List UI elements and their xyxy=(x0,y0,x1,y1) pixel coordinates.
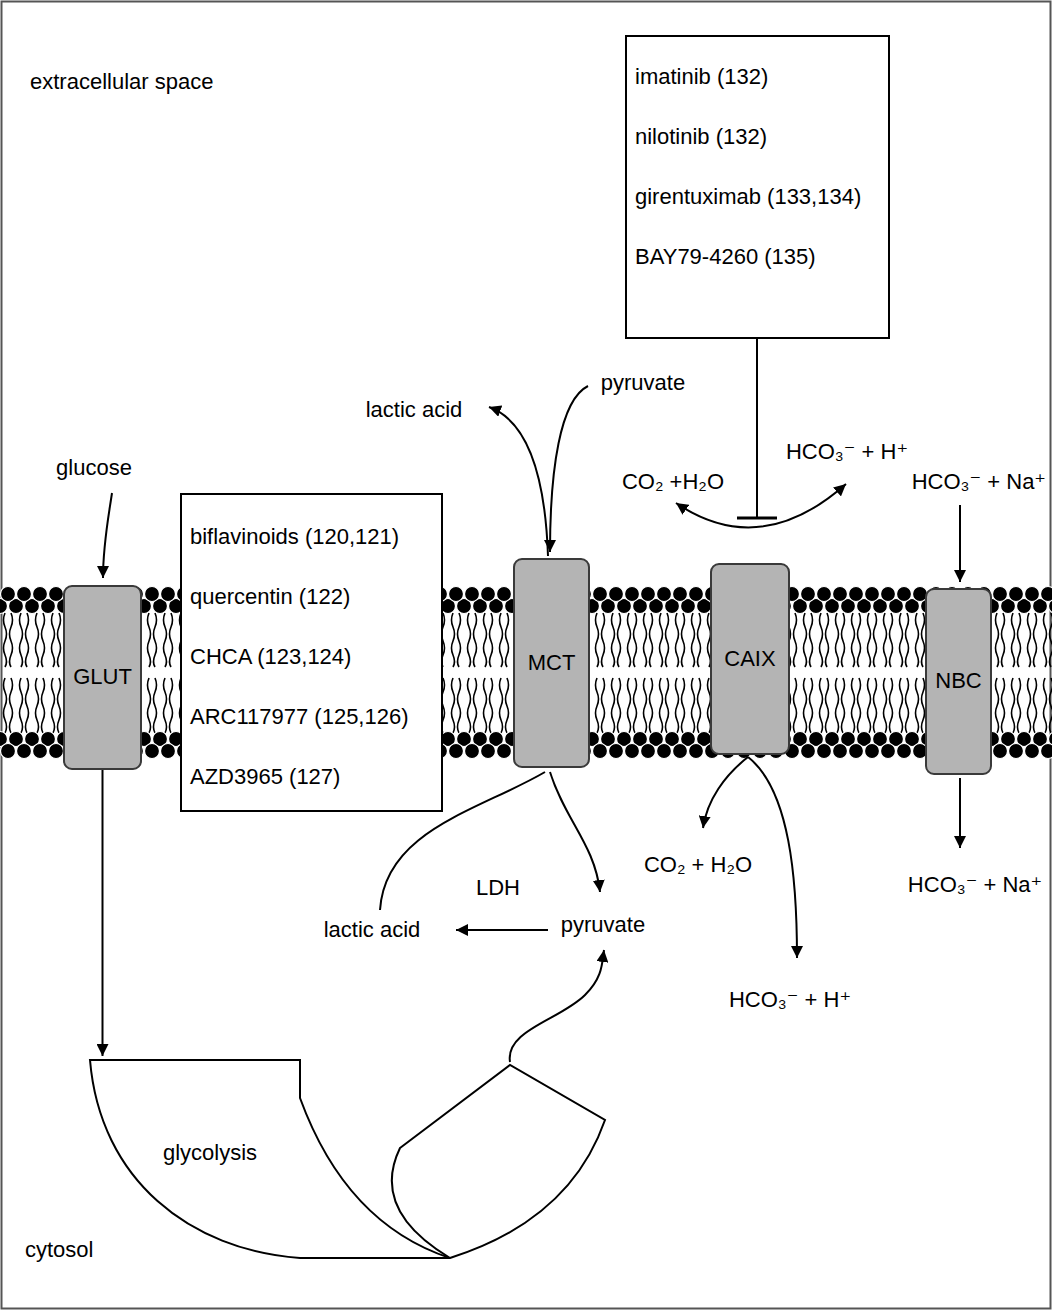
pathway-outline xyxy=(392,1065,605,1258)
transporter-box: MCT xyxy=(513,558,590,768)
drug-name: ARC117977 (125,126) xyxy=(182,687,417,747)
ion-label: HCO₃⁻ + H⁺ xyxy=(729,987,851,1013)
inhibitor-list-box: biflavinoids (120,121)quercentin (122)CH… xyxy=(180,493,443,812)
region-label: extracellular space xyxy=(30,69,213,95)
reaction-arrow xyxy=(703,757,748,828)
protein-name: MCT xyxy=(528,650,576,676)
drug-name: AZD3965 (127) xyxy=(182,747,348,807)
drug-name: girentuximab (133,134) xyxy=(627,167,869,227)
protein-name: CAIX xyxy=(724,646,775,672)
drug-name: CHCA (123,124) xyxy=(182,627,359,687)
inhibition-line xyxy=(756,337,758,518)
metabolite-label: lactic acid xyxy=(366,397,463,423)
drug-name: biflavinoids (120,121) xyxy=(182,507,407,567)
bicarbonate-in-arrow xyxy=(959,505,961,582)
inhibitor-list-box: imatinib (132)nilotinib (132)girentuxima… xyxy=(625,35,890,339)
pathway-name: glycolysis xyxy=(163,1140,257,1166)
enzyme-label: LDH xyxy=(476,875,520,901)
protein-name: GLUT xyxy=(73,664,132,690)
glycolysis-output-arrow xyxy=(510,950,604,1062)
transporter-box: GLUT xyxy=(63,585,142,770)
drug-name: imatinib (132) xyxy=(627,47,776,107)
drug-name: BAY79-4260 (135) xyxy=(627,227,824,287)
metabolite-label: pyruvate xyxy=(601,370,685,396)
metabolite-label: pyruvate xyxy=(561,912,645,938)
pyruvate-arrow xyxy=(550,772,600,892)
protein-name: NBC xyxy=(935,668,981,694)
bicarbonate-out-arrow xyxy=(959,778,961,848)
pathway-shape: glycolysis xyxy=(86,1056,612,1262)
ion-label: CO₂ +H₂O xyxy=(622,469,724,495)
glucose-uptake-arrow xyxy=(103,493,112,578)
pyruvate-import-arrow xyxy=(550,386,588,552)
ion-label: HCO₃⁻ + H⁺ xyxy=(786,439,908,465)
enzyme-box: CAIX xyxy=(710,563,790,755)
drug-name: nilotinib (132) xyxy=(627,107,775,167)
inhibition-bar xyxy=(737,517,777,520)
lactate-export-arrow xyxy=(489,407,548,556)
transporter-box: NBC xyxy=(925,588,992,775)
ion-label: HCO₃⁻ + Na⁺ xyxy=(912,469,1046,495)
flow-arrow xyxy=(102,770,104,1056)
drug-name: quercentin (122) xyxy=(182,567,358,627)
region-label: cytosol xyxy=(25,1237,93,1263)
ldh-arrow xyxy=(456,929,548,931)
reaction-arrow xyxy=(748,757,797,958)
metabolite-label: lactic acid xyxy=(324,917,421,943)
ion-label: CO₂ + H₂O xyxy=(644,852,752,878)
ion-label: HCO₃⁻ + Na⁺ xyxy=(908,872,1042,898)
metabolite-label: glucose xyxy=(56,455,132,481)
